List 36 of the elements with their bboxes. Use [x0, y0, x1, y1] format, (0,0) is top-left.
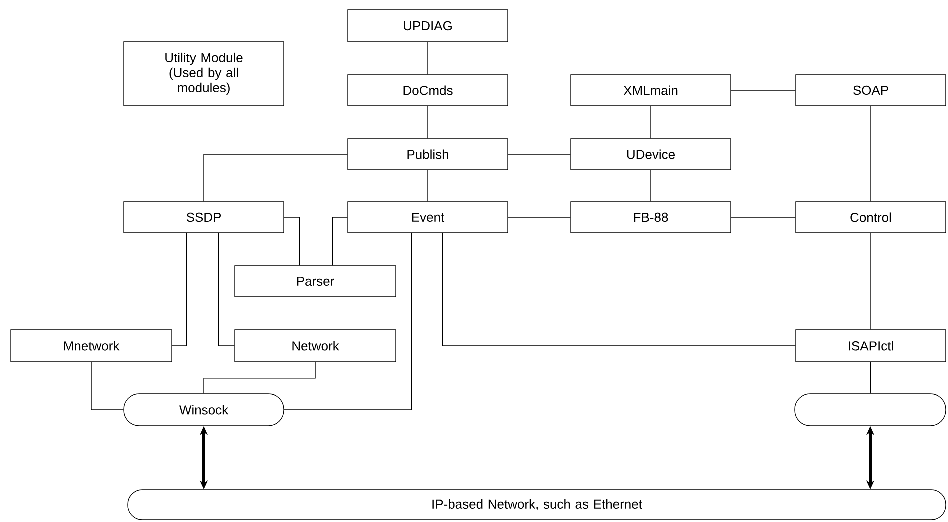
module-box: Control [796, 202, 946, 234]
connector-line [870, 106, 872, 202]
connector-line [204, 154, 348, 202]
connector-line [284, 217, 300, 266]
connector-line [731, 90, 796, 91]
module-box: ISAPIctl [796, 330, 946, 362]
module-box: UDevice [570, 138, 732, 170]
rounded-box: Winsock [124, 394, 284, 426]
network-bar: IP-based Network, such as Ethernet [128, 490, 946, 520]
connector-line [508, 217, 571, 218]
connector-line [172, 233, 187, 346]
connector-line [731, 217, 796, 218]
module-box: Publish [348, 138, 508, 170]
connector-line [870, 233, 872, 330]
connector-line [508, 154, 571, 155]
connector-line [650, 170, 652, 202]
module-box: Utility Module (Used by all modules) [124, 42, 284, 106]
connector-line [650, 106, 652, 139]
module-box: SOAP [796, 74, 946, 106]
module-box: Event [348, 202, 508, 234]
rounded-box [794, 394, 946, 426]
connector-line [870, 362, 872, 394]
module-box: XMLmain [570, 74, 732, 106]
connector-line [442, 233, 796, 346]
connector-line [332, 217, 348, 266]
connector-line [284, 233, 412, 410]
module-box: Mnetwork [10, 330, 172, 362]
module-box: Parser [234, 266, 396, 298]
module-box: UPDIAG [348, 10, 508, 42]
connector-line [91, 362, 124, 410]
module-box: Network [234, 330, 396, 362]
connector-line [204, 362, 316, 394]
module-box: SSDP [124, 202, 284, 234]
module-box: DoCmds [348, 74, 508, 106]
module-box: FB-88 [570, 202, 732, 234]
connector-line [218, 233, 235, 346]
